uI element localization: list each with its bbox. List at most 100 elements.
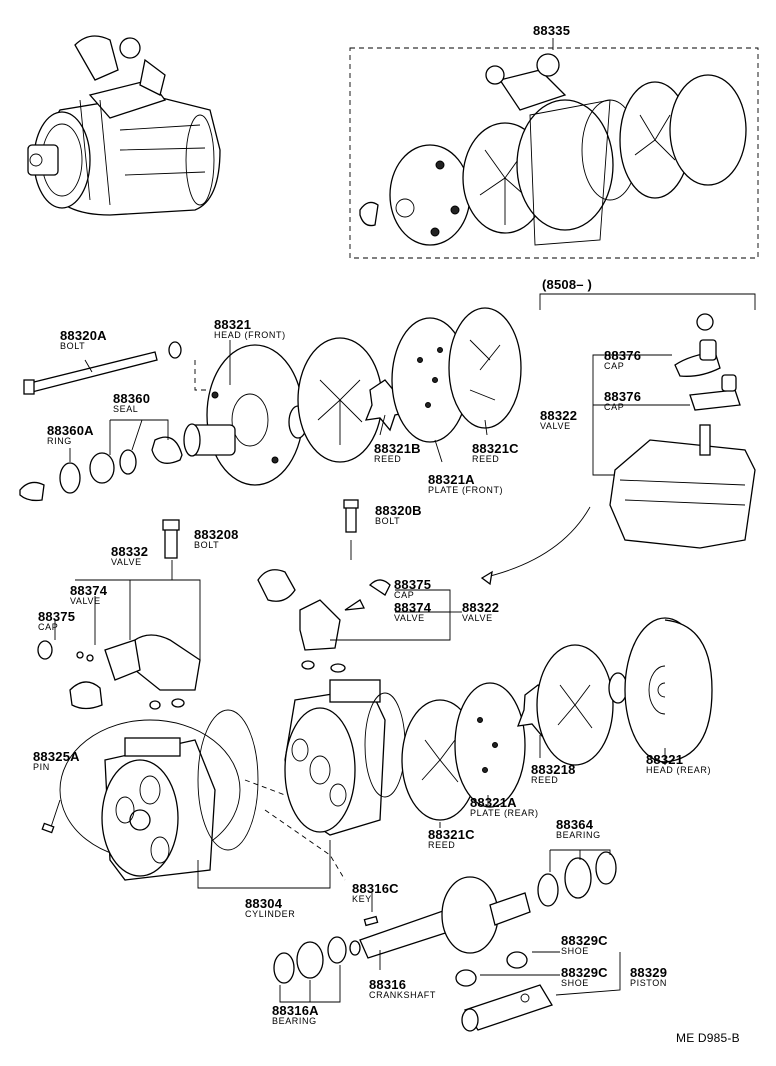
part-name: VALVE <box>540 421 571 431</box>
part-name: REED <box>374 454 402 464</box>
reference-code: ME D985-B <box>676 1031 740 1045</box>
label-88321C-top: 88321C REED <box>472 442 519 464</box>
part-number: 883208 <box>194 527 239 542</box>
part-name: REED <box>472 454 500 464</box>
crankshaft-row <box>273 849 621 1032</box>
label-88329: 88329 PISTON <box>630 966 667 988</box>
label-88320A: 88320A BOLT <box>60 329 107 351</box>
label-88316A: 88316A BEARING <box>272 1004 319 1026</box>
part-name: HEAD (REAR) <box>646 765 712 775</box>
part-name: VALVE <box>70 596 101 606</box>
part-number: 88375 <box>394 577 432 592</box>
part-name: BEARING <box>272 1016 317 1026</box>
part-name: BEARING <box>556 830 601 840</box>
part-name: REED <box>531 775 559 785</box>
label-88375-left: 88375 CAP <box>38 610 75 632</box>
part-name: PISTON <box>630 978 667 988</box>
part-number: 88316 <box>369 977 407 992</box>
part-number: 88360A <box>47 423 94 438</box>
label-88329C-b: 88329C SHOE <box>561 966 608 988</box>
label-88321B: 88321B REED <box>374 442 421 464</box>
part-name: HEAD (FRONT) <box>214 330 286 340</box>
cylinder-row <box>41 617 713 889</box>
part-number: 88321 <box>646 752 684 767</box>
part-number: 88322 <box>540 408 578 423</box>
part-name: KEY <box>352 894 372 904</box>
part-name: BOLT <box>194 540 220 550</box>
label-88321A-rear: 88321A PLATE (REAR) <box>470 796 539 818</box>
label-88304: 88304 CYLINDER <box>245 897 295 919</box>
part-number: 883218 <box>531 762 576 777</box>
part-number: 88321A <box>428 472 475 487</box>
label-88329C-a: 88329C SHOE <box>561 934 608 956</box>
part-number: 88329C <box>561 965 608 980</box>
part-number: 88321A <box>470 795 517 810</box>
label-88320B: 88320B BOLT <box>375 504 422 526</box>
cylinder-assembly-88335-box <box>349 38 759 259</box>
part-number: 88316A <box>272 1003 319 1018</box>
label-88322-mid: 88322 VALVE <box>462 601 499 623</box>
part-name: VALVE <box>111 557 142 567</box>
part-name: RING <box>47 436 72 446</box>
label-88375-mid: 88375 CAP <box>394 578 431 600</box>
part-number: 88332 <box>111 544 149 559</box>
part-name: SHOE <box>561 946 589 956</box>
front-head-row <box>19 307 522 502</box>
label-883208: 883208 BOLT <box>194 528 239 550</box>
part-number: 88374 <box>70 583 108 598</box>
label-88374-left: 88374 VALVE <box>70 584 107 606</box>
label-88332: 88332 VALVE <box>111 545 148 567</box>
part-name: REED <box>428 840 456 850</box>
part-name: CAP <box>38 622 59 632</box>
part-name: CYLINDER <box>245 909 296 919</box>
label-88376-b: 88376 CAP <box>604 390 641 412</box>
label-88376-a: 88376 CAP <box>604 349 641 371</box>
label-88321C-rear: 88321C REED <box>428 828 475 850</box>
part-number: 88364 <box>556 817 594 832</box>
part-number: 88360 <box>113 391 151 406</box>
part-number: 88322 <box>462 600 500 615</box>
label-88321A-front: 88321A PLATE (FRONT) <box>428 473 503 495</box>
part-name: SHOE <box>561 978 589 988</box>
part-number: 88376 <box>604 348 642 363</box>
label-88335-number: 88335 <box>533 23 571 38</box>
part-number: 88329 <box>630 965 668 980</box>
part-number: 88321C <box>472 441 519 456</box>
valve-head-8508-group <box>480 293 756 586</box>
label-88316C: 88316C KEY <box>352 882 399 904</box>
part-name: CRANKSHAFT <box>369 990 437 1000</box>
part-number: 88321B <box>374 441 421 456</box>
leader-lines <box>229 340 666 970</box>
part-number: 88320B <box>375 503 422 518</box>
part-number: 88320A <box>60 328 107 343</box>
part-name: VALVE <box>394 613 425 623</box>
part-number: 88329C <box>561 933 608 948</box>
label-88360A: 88360A RING <box>47 424 94 446</box>
valve-assembly-mid <box>257 499 462 673</box>
label-88360: 88360 SEAL <box>113 392 150 414</box>
label-88316: 88316 CRANKSHAFT <box>369 978 436 1000</box>
label-88374-mid: 88374 VALVE <box>394 601 431 623</box>
part-name: VALVE <box>462 613 493 623</box>
part-name: CAP <box>394 590 415 600</box>
compressor-assembly-illustration <box>27 35 221 216</box>
valve-assembly-left <box>37 519 201 710</box>
part-number: 88321C <box>428 827 475 842</box>
part-name: CAP <box>604 361 625 371</box>
part-number: 88325A <box>33 749 80 764</box>
part-number: 88316C <box>352 881 399 896</box>
label-88321-front: 88321 HEAD (FRONT) <box>214 318 286 340</box>
label-88325A: 88325A PIN <box>33 750 80 772</box>
part-name: BOLT <box>375 516 401 526</box>
part-name: PLATE (FRONT) <box>428 485 504 495</box>
label-88321B-rear: 883218 REED <box>531 763 576 785</box>
part-name: BOLT <box>60 341 86 351</box>
label-88321-rear: 88321 HEAD (REAR) <box>646 753 711 775</box>
part-number: 88376 <box>604 389 642 404</box>
label-8508-range: (8508– ) <box>542 277 593 292</box>
part-name: PIN <box>33 762 50 772</box>
part-name: CAP <box>604 402 625 412</box>
label-88364: 88364 BEARING <box>556 818 601 840</box>
part-number: 88375 <box>38 609 76 624</box>
